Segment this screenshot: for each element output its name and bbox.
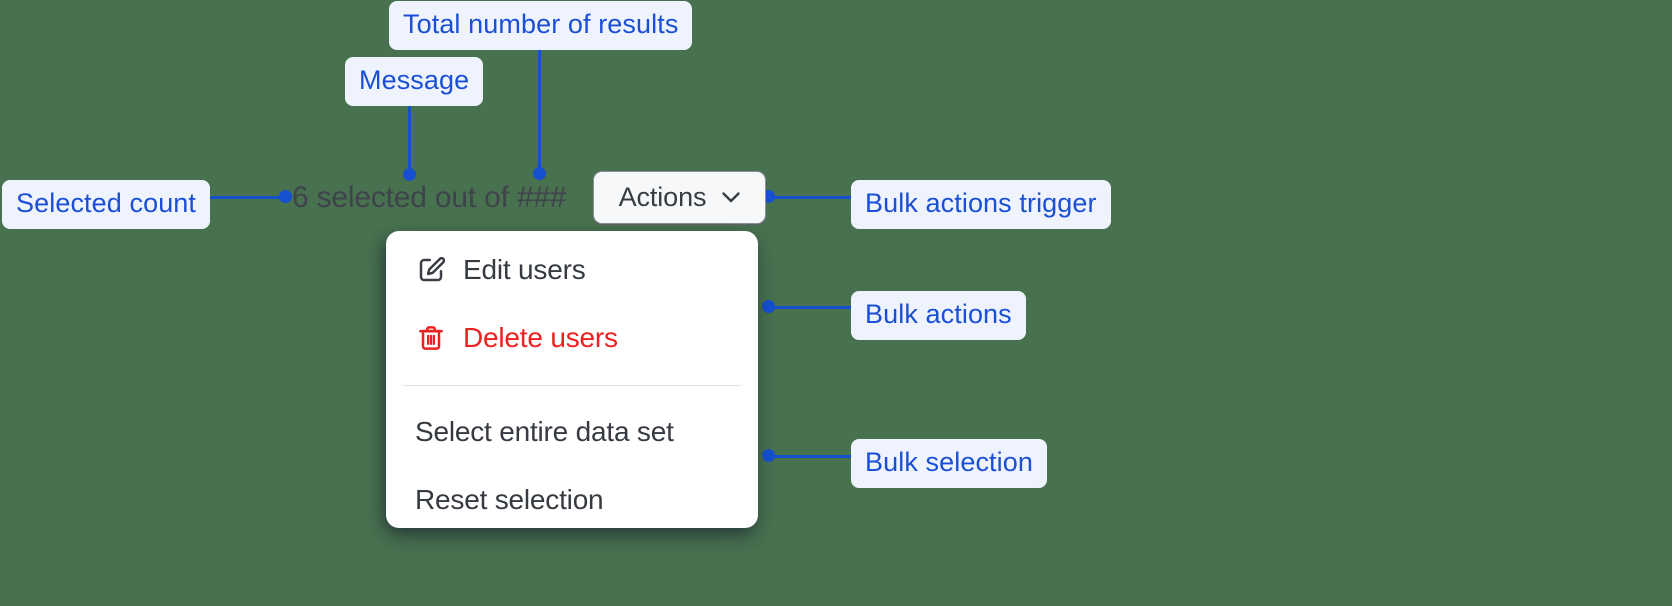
connector-selected-count bbox=[198, 196, 288, 199]
bulk-actions-trigger-button[interactable]: Actions bbox=[593, 171, 766, 224]
callout-total-number-of-results: Total number of results bbox=[389, 1, 693, 50]
connector-dot-message bbox=[403, 168, 416, 181]
menu-item-label: Edit users bbox=[463, 254, 586, 285]
trash-icon bbox=[416, 323, 446, 353]
menu-item-label: Select entire data set bbox=[415, 416, 674, 447]
connector-bulk-selection bbox=[768, 455, 856, 458]
connector-bulk-actions bbox=[768, 306, 856, 309]
connector-message bbox=[408, 92, 411, 174]
selected-count-text: 6 selected out of ### bbox=[292, 181, 567, 214]
callout-bulk-actions: Bulk actions bbox=[851, 291, 1026, 340]
menu-item-label: Delete users bbox=[463, 322, 618, 353]
connector-dot-bulk-actions bbox=[762, 300, 775, 313]
connector-dot-total-results bbox=[533, 167, 546, 180]
callout-bulk-selection: Bulk selection bbox=[851, 439, 1047, 488]
bulk-actions-menu: Edit users Delete users Select entire da… bbox=[386, 231, 758, 528]
menu-item-label: Reset selection bbox=[415, 484, 604, 515]
callout-selected-count: Selected count bbox=[2, 180, 211, 229]
menu-item-delete-users[interactable]: Delete users bbox=[386, 304, 758, 372]
menu-item-reset-selection[interactable]: Reset selection bbox=[386, 466, 758, 528]
connector-dot-selected-count bbox=[279, 190, 292, 203]
chevron-down-icon bbox=[722, 192, 741, 203]
menu-divider bbox=[403, 385, 741, 386]
connector-dot-bulk-selection bbox=[762, 449, 775, 462]
connector-total-results bbox=[538, 40, 541, 173]
menu-item-edit-users[interactable]: Edit users bbox=[386, 236, 758, 304]
connector-bulk-actions-trigger bbox=[768, 196, 856, 199]
callout-message: Message bbox=[345, 57, 484, 106]
edit-square-pencil-icon bbox=[416, 255, 446, 285]
actions-button-label: Actions bbox=[618, 182, 707, 212]
menu-item-select-entire-data-set[interactable]: Select entire data set bbox=[386, 398, 758, 466]
callout-bulk-actions-trigger: Bulk actions trigger bbox=[851, 180, 1111, 229]
